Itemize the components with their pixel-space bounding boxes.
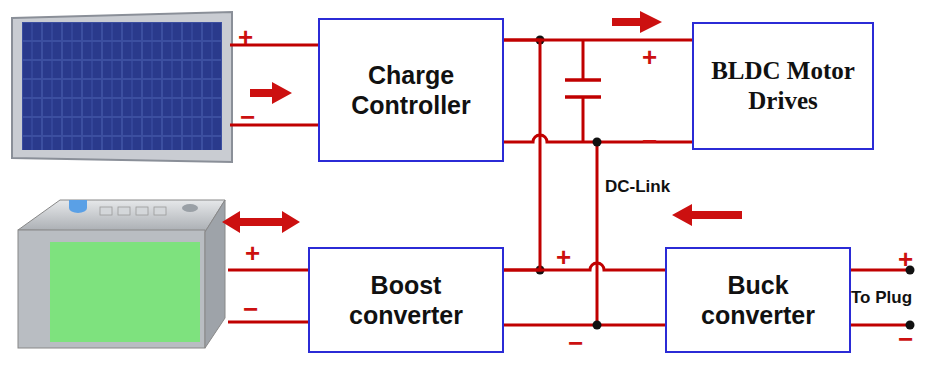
polarity-sign: + [238, 24, 253, 50]
controller-box: Charge Controller [318, 18, 504, 162]
polarity-sign: − [898, 326, 913, 352]
polarity-sign: − [642, 128, 657, 154]
power-wire [504, 40, 540, 270]
converter-box: Buck converter [665, 247, 851, 353]
polarity-sign: + [642, 44, 657, 70]
polarity-sign: − [240, 104, 255, 130]
flow-arrows [222, 11, 742, 233]
solar-panel [12, 12, 232, 162]
polarity-sign: + [898, 246, 913, 272]
bus-label: To Plug [851, 289, 912, 306]
box-label: Buck converter [673, 270, 843, 330]
bus-label: DC-Link [605, 178, 670, 195]
battery-illustration [18, 200, 225, 348]
box-label: Boost converter [316, 270, 496, 330]
polarity-sign: − [243, 296, 258, 322]
box-label: Charge Controller [326, 60, 496, 120]
polarity-sign: − [568, 330, 583, 356]
box-label: BLDC Motor Drives [700, 56, 866, 116]
polarity-sign: + [556, 244, 571, 270]
converter-box: Boost converter [308, 247, 504, 353]
power-wire [504, 263, 665, 270]
motor-drive-box: BLDC Motor Drives [692, 22, 874, 150]
polarity-sign: + [245, 240, 260, 266]
